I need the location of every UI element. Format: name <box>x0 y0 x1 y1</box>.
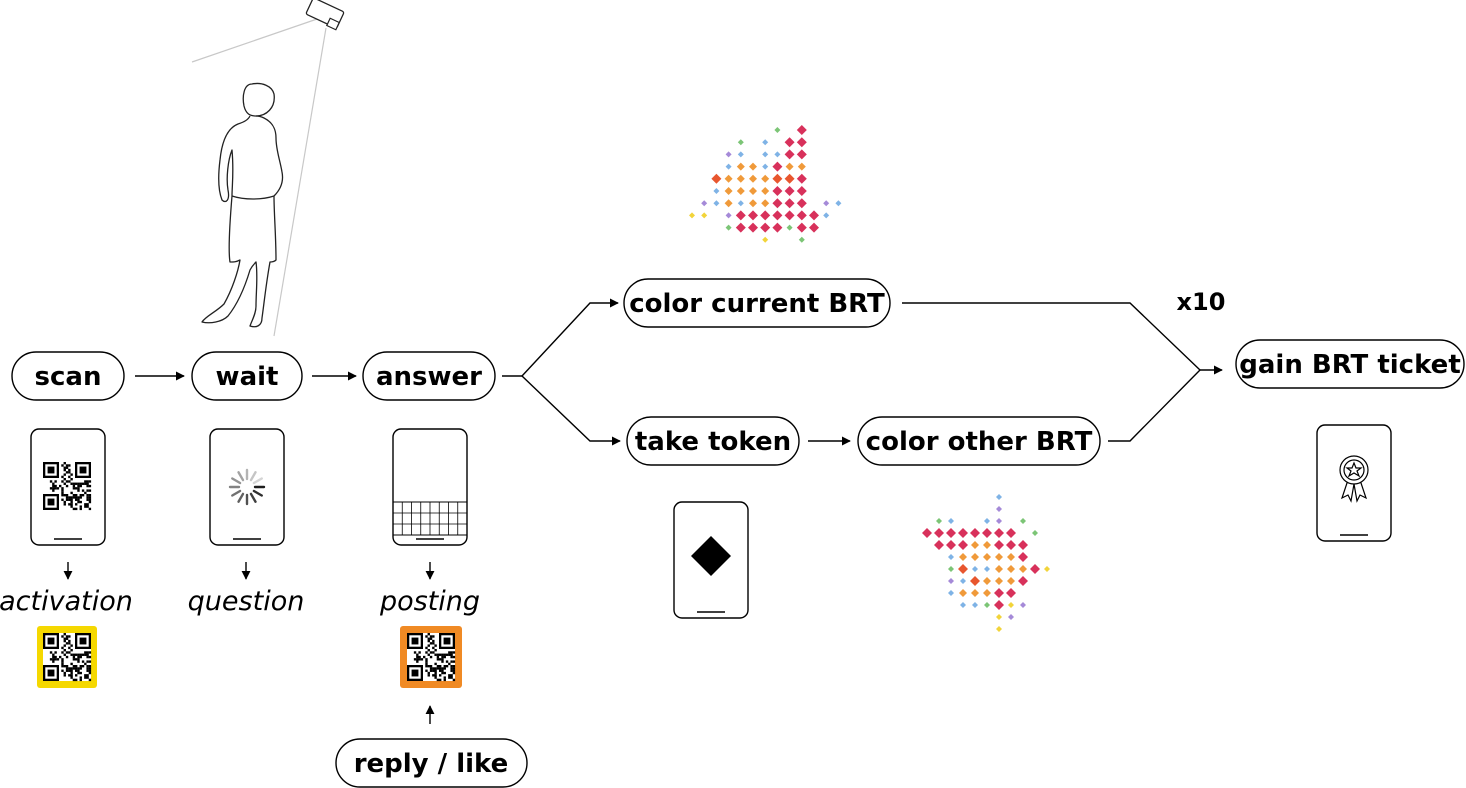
caption-posting: posting <box>379 586 480 617</box>
node-color-current-label: color current BRT <box>629 289 885 319</box>
node-gain-ticket-label: gain BRT ticket <box>1239 350 1461 380</box>
arrow-color-other-ticket <box>1108 369 1201 442</box>
node-answer: answer <box>362 351 496 401</box>
phone-token <box>673 501 749 619</box>
qr-code-icon <box>407 633 456 682</box>
arrow-answer-color-current <box>521 298 619 377</box>
multiplier-label: x10 <box>1177 288 1226 316</box>
loading-spinner-icon <box>228 468 266 506</box>
flow-connectors <box>63 298 1223 724</box>
node-color-other-label: color other BRT <box>866 427 1093 457</box>
node-gain-brt-ticket: gain BRT ticket <box>1235 339 1465 389</box>
current-brt-mosaic <box>689 125 842 243</box>
node-wait: wait <box>191 351 303 401</box>
node-reply-like-label: reply / like <box>354 749 509 779</box>
qr-code-icon <box>43 633 92 682</box>
other-brt-mosaic <box>922 494 1050 632</box>
camera-icon <box>191 0 345 337</box>
arrow-answer-take-token <box>521 375 621 446</box>
node-take-token: take token <box>626 416 800 466</box>
diamond-token-icon <box>691 536 731 576</box>
arrow-color-current-ticket <box>902 302 1201 371</box>
node-answer-label: answer <box>376 362 482 392</box>
caption-question: question <box>188 586 305 617</box>
phone-scan <box>30 428 106 546</box>
node-take-token-label: take token <box>635 427 791 457</box>
award-ribbon-icon <box>1339 455 1369 503</box>
phone-ticket <box>1316 424 1392 542</box>
qr-code-icon <box>43 462 92 511</box>
node-scan: scan <box>11 351 125 401</box>
node-wait-label: wait <box>216 362 279 392</box>
phone-answer <box>392 428 468 546</box>
posting-qr <box>400 626 462 688</box>
node-color-other-brt: color other BRT <box>857 416 1101 466</box>
keyboard-icon <box>392 501 468 536</box>
node-reply-like: reply / like <box>335 738 528 788</box>
person-icon <box>201 82 284 328</box>
activation-qr <box>37 626 97 688</box>
node-color-current-brt: color current BRT <box>623 278 891 328</box>
caption-activation: activation <box>0 586 133 617</box>
node-scan-label: scan <box>35 362 102 392</box>
phone-wait <box>209 428 285 546</box>
